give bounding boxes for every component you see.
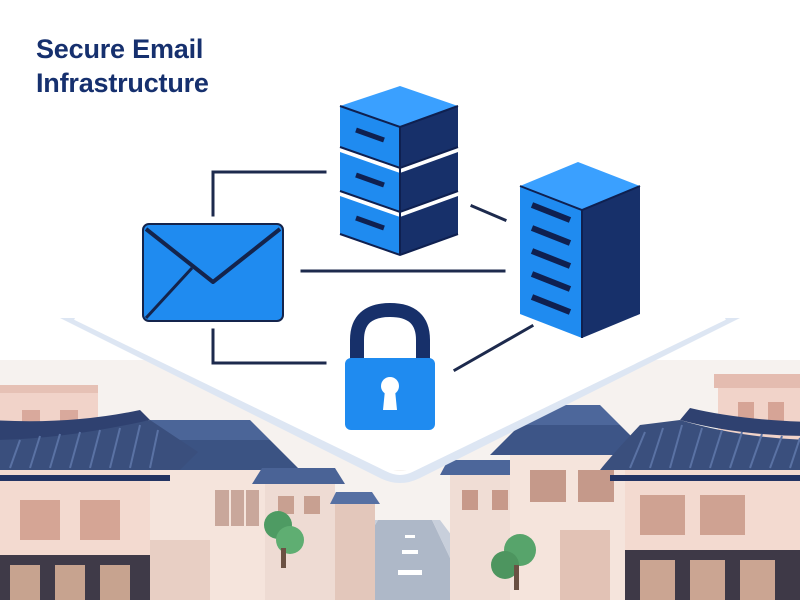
building-left-mid: [100, 420, 300, 600]
title-line-1: Secure Email: [36, 34, 204, 64]
server-tower-icon: [519, 162, 641, 338]
tree-left: [264, 511, 304, 568]
connector-email-to-lock: [211, 328, 327, 365]
padlock-icon: [345, 302, 435, 430]
server-stack-icon: [339, 86, 459, 257]
email-envelope-icon: [142, 223, 284, 322]
connector-tower-to-lock: [452, 323, 535, 373]
building-right-back: [440, 460, 530, 600]
building-right-near: [600, 408, 800, 600]
tree-right: [491, 534, 536, 590]
connector-email-to-servers: [211, 170, 327, 217]
building-left-back: [252, 468, 380, 600]
connector-lines: [211, 170, 535, 373]
connector-servers-to-tower: [470, 204, 507, 222]
title-line-2: Infrastructure: [36, 68, 209, 98]
building-left-near: [0, 410, 198, 600]
page-title: Secure Email Infrastructure: [36, 32, 209, 100]
town-background: [0, 360, 800, 600]
